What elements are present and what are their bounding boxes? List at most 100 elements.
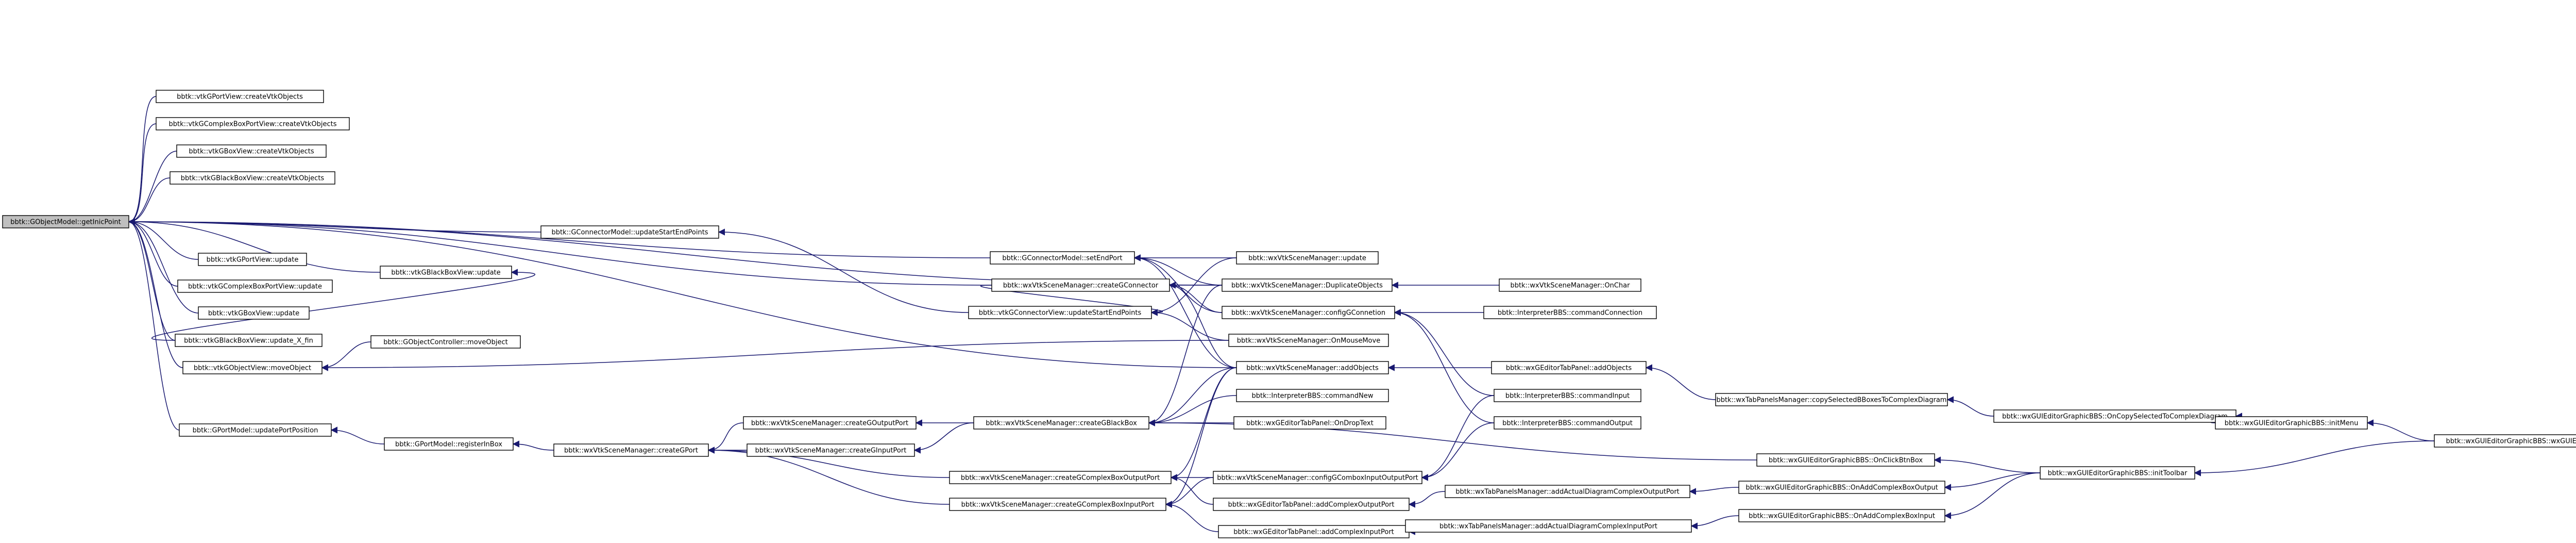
graph-node-vtkgportview-update[interactable]: bbtk::vtkGPortView::update: [198, 253, 307, 266]
call-edge: [1148, 395, 1237, 426]
graph-node-interpreterbbs-commandoutput[interactable]: bbtk::InterpreterBBS::commandOutput: [1494, 416, 1641, 430]
call-edge: [128, 218, 199, 314]
node-label: bbtk::vtkGBoxView::createVtkObjects: [189, 148, 314, 156]
graph-node-gportmodel-updateportposition[interactable]: bbtk::GPortModel::updatePortPosition: [179, 423, 332, 437]
call-edge: [1944, 472, 2041, 491]
graph-node-wxvtksm-createginputport[interactable]: bbtk::wxVtkSceneManager::createGInputPor…: [747, 443, 915, 457]
graph-node-wxgeditortabpanel-ondroptext[interactable]: bbtk::wxGEditorTabPanel::OnDropText: [1233, 416, 1386, 430]
graph-node-vtkgblackboxview-update[interactable]: bbtk::vtkGBlackBoxView::update: [380, 266, 512, 279]
graph-node-interpreterbbs-commandconnection[interactable]: bbtk::InterpreterBBS::commandConnection: [1483, 306, 1657, 319]
node-box: [949, 498, 1166, 511]
node-box: [1738, 509, 1945, 522]
graph-node-vtkgboxview-update[interactable]: bbtk::vtkGBoxView::update: [198, 306, 310, 320]
node-box: [553, 443, 709, 457]
graph-node-wxguieditorgraphicbbs-onaddcomplexboxinput[interactable]: bbtk::wxGUIEditorGraphicBBS::OnAddComple…: [1738, 509, 1945, 522]
node-box: [1494, 389, 1641, 402]
graph-node-wxvtksm-creategconnector[interactable]: bbtk::wxVtkSceneManager::createGConnecto…: [991, 278, 1170, 292]
node-label: bbtk::GObjectModel::getInicPoint: [10, 219, 121, 226]
graph-node-wxvtksm-update[interactable]: bbtk::wxVtkSceneManager::update: [1236, 251, 1379, 265]
call-edge: [1690, 515, 1739, 530]
node-box: [2215, 416, 2368, 430]
graph-node-wxvtksm-creategport[interactable]: bbtk::wxVtkSceneManager::createGPort: [553, 443, 709, 457]
node-label: bbtk::GConnectorModel::setEndPort: [1002, 255, 1122, 262]
graph-node-wxvtksm-configgconnetion[interactable]: bbtk::wxVtkSceneManager::configGConnetio…: [1222, 306, 1395, 319]
node-label: bbtk::wxVtkSceneManager::configGConnetio…: [1231, 309, 1385, 317]
graph-node-wxvtksm-onmousemove[interactable]: bbtk::wxVtkSceneManager::OnMouseMove: [1228, 334, 1389, 347]
graph-node-wxvtksm-creategblackbox[interactable]: bbtk::wxVtkSceneManager::createGBlackBox: [973, 416, 1149, 430]
graph-node-vtkgcomplexboxportview-update[interactable]: bbtk::vtkGComplexBoxPortView::update: [177, 279, 333, 293]
graph-node-vtkgportview-create[interactable]: bbtk::vtkGPortView::createVtkObjects: [156, 90, 324, 103]
call-edge: [151, 269, 535, 341]
graph-node-wxgeditortabpanel-addcomplexinputport[interactable]: bbtk::wxGEditorTabPanel::addComplexInput…: [1218, 525, 1410, 538]
graph-node-interpreterbbs-commandnew[interactable]: bbtk::InterpreterBBS::commandNew: [1236, 389, 1389, 402]
node-label: bbtk::wxTabPanelsManager::addActualDiagr…: [1439, 523, 1657, 531]
call-edge: [1408, 491, 1446, 508]
graph-node-wxvtksm-creategcomplexboxinputport[interactable]: bbtk::wxVtkSceneManager::createGComplexB…: [949, 498, 1166, 511]
graph-node-wxguieditorgraphicbbs-onaddcomplexboxoutput[interactable]: bbtk::wxGUIEditorGraphicBBS::OnAddComple…: [1738, 481, 1945, 494]
graph-node-vtkgblackboxview-create[interactable]: bbtk::vtkGBlackBoxView::createVtkObjects: [170, 171, 335, 185]
graph-node-wxgeditortabpanel-addcomplexoutputport[interactable]: bbtk::wxGEditorTabPanel::addComplexOutpu…: [1213, 498, 1410, 511]
node-box: [1228, 334, 1389, 347]
node-box: [1222, 306, 1395, 319]
call-edge: [128, 218, 381, 273]
graph-node-wxvtksm-onchar[interactable]: bbtk::wxVtkSceneManager::OnChar: [1499, 278, 1641, 292]
graph-node-vtkgconnectorview-updatestartend[interactable]: bbtk::vtkGConnectorView::updateStartEndP…: [968, 306, 1152, 319]
graph-node-vtkgblackboxview-update-x-fin[interactable]: bbtk::vtkGBlackBoxView::update_X_fin: [175, 334, 323, 347]
node-box: [179, 423, 332, 437]
node-label: bbtk::wxGUIEditorGraphicBBS::wxGUIEditor…: [2446, 438, 2576, 446]
node-label: bbtk::wxVtkSceneManager::createGComplexB…: [961, 501, 1155, 509]
node-label: bbtk::InterpreterBBS::commandConnection: [1498, 309, 1642, 317]
graph-node-gconnectormodel-updatestartend[interactable]: bbtk::GConnectorModel::updateStartEndPoi…: [540, 225, 719, 239]
node-label: bbtk::wxGUIEditorGraphicBBS::initToolbar: [2048, 470, 2188, 478]
graph-node-wxguieditorgraphicbbs-initmenu[interactable]: bbtk::wxGUIEditorGraphicBBS::initMenu: [2215, 416, 2368, 430]
node-label: bbtk::wxGUIEditorGraphicBBS::OnAddComple…: [1749, 513, 1935, 520]
graph-node-wxvtksm-creategoutputport[interactable]: bbtk::wxVtkSceneManager::createGOutputPo…: [743, 416, 917, 430]
graph-node-vtkgcomplexboxportview-create[interactable]: bbtk::vtkGComplexBoxPortView::createVtkO…: [156, 117, 350, 130]
node-label: bbtk::vtkGPortView::createVtkObjects: [177, 93, 303, 101]
call-edge: [128, 96, 157, 225]
node-label: bbtk::vtkGConnectorView::updateStartEndP…: [979, 309, 1142, 317]
node-label: bbtk::vtkGComplexBoxPortView::createVtkO…: [168, 121, 336, 128]
call-edge: [128, 177, 171, 225]
node-label: bbtk::wxGUIEditorGraphicBBS::OnClickBtnB…: [1769, 457, 1923, 465]
graph-node-wxguieditorgraphicbbs-ctor[interactable]: bbtk::wxGUIEditorGraphicBBS::wxGUIEditor…: [2434, 434, 2576, 448]
node-box: [1993, 409, 2236, 423]
node-label: bbtk::wxVtkSceneManager::createGBlackBox: [986, 420, 1137, 427]
node-label: bbtk::wxGUIEditorGraphicBBS::initMenu: [2225, 420, 2359, 427]
graph-node-gconnectormodel-setendport[interactable]: bbtk::GConnectorModel::setEndPort: [990, 251, 1135, 265]
graph-node-vtkgboxview-create[interactable]: bbtk::vtkGBoxView::createVtkObjects: [176, 144, 327, 158]
call-edge: [1133, 254, 1223, 286]
graph-node-wxtabpanelsmanager-copyselected[interactable]: bbtk::wxTabPanelsManager::copySelectedBB…: [1715, 393, 1948, 406]
graph-node-wxtabpanelsmanager-addactualcomplexinputport[interactable]: bbtk::wxTabPanelsManager::addActualDiagr…: [1405, 519, 1692, 533]
node-box: [1236, 389, 1389, 402]
graph-node-wxguieditorgraphicbbs-inittoolbar[interactable]: bbtk::wxGUIEditorGraphicBBS::initToolbar: [2040, 466, 2195, 480]
call-edge: [1421, 395, 1495, 481]
graph-node-wxtabpanelsmanager-addactualcomplexoutputport[interactable]: bbtk::wxTabPanelsManager::addActualDiagr…: [1445, 485, 1690, 498]
graph-node-gobjectcontroller-moveobject[interactable]: bbtk::GObjectController::moveObject: [370, 335, 521, 349]
node-label: bbtk::wxVtkSceneManager::OnMouseMove: [1237, 337, 1380, 345]
graph-node-interpreterbbs-commandinput[interactable]: bbtk::InterpreterBBS::commandInput: [1494, 389, 1641, 402]
call-edge: [1168, 282, 1237, 368]
graph-node-wxvtksm-creategcomplexboxoutputport[interactable]: bbtk::wxVtkSceneManager::createGComplexB…: [949, 471, 1172, 484]
graph-node-vtkgobjectview-moveobject[interactable]: bbtk::vtkGObjectView::moveObject: [182, 361, 323, 374]
node-label: bbtk::wxVtkSceneManager::createGPort: [564, 447, 698, 455]
graph-node-wxgeditortabpanel-addobjects[interactable]: bbtk::wxGEditorTabPanel::addObjects: [1491, 361, 1647, 374]
node-label: bbtk::wxVtkSceneManager::createGOutputPo…: [751, 420, 908, 427]
node-label: bbtk::wxTabPanelsManager::copySelectedBB…: [1717, 397, 1947, 404]
node-box: [198, 253, 307, 266]
call-edge: [128, 123, 157, 225]
graph-node-gportmodel-registerinbox[interactable]: bbtk::GPortModel::registerInBox: [384, 437, 514, 451]
graph-node-wxguieditorgraphicbbs-oncopyselected[interactable]: bbtk::wxGUIEditorGraphicBBS::OnCopySelec…: [1993, 409, 2236, 423]
node-box: [747, 443, 915, 457]
node-box: [1738, 481, 1945, 494]
node-box: [990, 251, 1135, 265]
graph-node-wxvtksm-duplicateobjects[interactable]: bbtk::wxVtkSceneManager::DuplicateObject…: [1222, 278, 1393, 292]
call-edge: [1165, 367, 1237, 508]
graph-node-wxguieditorgraphicbbs-onclickbtnbox[interactable]: bbtk::wxGUIEditorGraphicBBS::OnClickBtnB…: [1756, 453, 1935, 467]
node-label: bbtk::wxVtkSceneManager::createGConnecto…: [1003, 282, 1159, 290]
graph-node-wxvtksm-addobjects[interactable]: bbtk::wxVtkSceneManager::addObjects: [1236, 361, 1389, 374]
graph-node-getinicpoint[interactable]: bbtk::GObjectModel::getInicPoint: [2, 215, 129, 228]
call-edge: [718, 228, 969, 313]
graph-node-wxvtksm-configgcomboxinputoutputport[interactable]: bbtk::wxVtkSceneManager::configGComboxIn…: [1213, 471, 1422, 484]
